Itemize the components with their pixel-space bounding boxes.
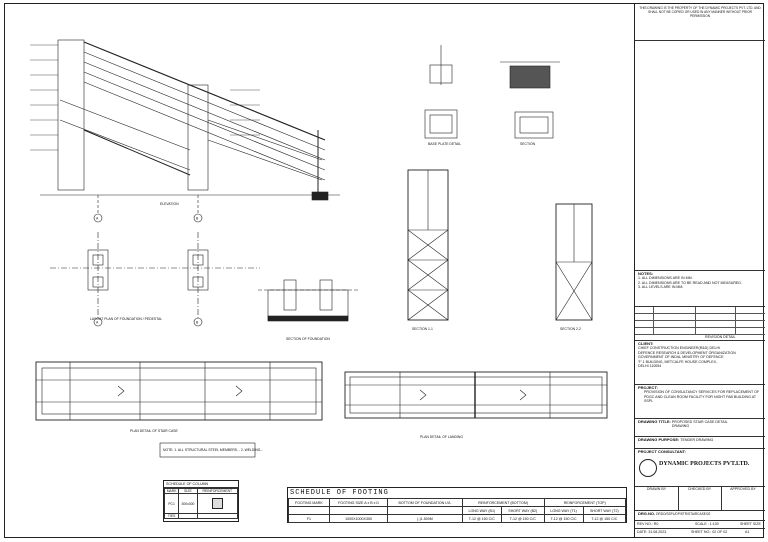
client-line-4: 'F' 1 BUILDING, METCALFE HOUSE COMPLEX, (638, 359, 718, 364)
checked-by-label: CHECKED BY (678, 487, 722, 510)
stair-plan-1-caption: PLAN DETAIL OF STAIR CASE (130, 429, 179, 433)
grid-b-plan-label: B (196, 321, 199, 325)
col-mark: PC1 (163, 493, 180, 514)
cad-drawing: A B ELEVATION A (30, 39, 608, 458)
drg-no: DRDO/SSPL/DP/STR/STAIRCASE/02 (656, 512, 711, 516)
sheet-size: A1 (745, 530, 750, 534)
column-schedule-table: MARK SIZE REINFORCEMENT PC1 300x300 TIES (163, 488, 239, 519)
drawing-purpose-label: DRAWING PURPOSE: (638, 437, 680, 442)
tower-frame-2: SECTION 2-2 (555, 203, 593, 331)
title-block: THIS DRAWING IS THE PROPERTY OF THE DYNA… (634, 3, 765, 538)
grid-a-plan-label: A (96, 321, 99, 325)
scale: SCALE : 1:100 (695, 522, 719, 526)
elevation-caption: ELEVATION (160, 202, 179, 206)
sched-r-b1: T-12 @ 150 C/C (461, 514, 503, 523)
consultant-seal-icon (639, 459, 657, 477)
stair-plan-2: PLAN DETAIL OF LANDING (344, 371, 608, 439)
drawn-by-label: DRAWN BY (635, 487, 679, 510)
stair-elevation: A B ELEVATION (30, 39, 340, 223)
col-header-mark: MARK (163, 488, 180, 494)
date-row: DATE: 31.08.2023 SHEET NO.: 02 OF 02 A1 (635, 529, 765, 538)
drawing-purpose-section: DRAWING PURPOSE: TENDER DRAWING (635, 437, 765, 449)
ownership-note: THIS DRAWING IS THE PROPERTY OF THE DYNA… (635, 3, 765, 41)
sched-r-level: (-)1.500M (387, 514, 463, 523)
sched-h-size: FOOTING SIZE A x B x D (328, 498, 389, 507)
date: DATE: 31.08.2023 (637, 530, 667, 534)
grid-b-label: B (196, 217, 199, 221)
sched-h-top: REINFORCEMENT (TOP) (543, 498, 627, 507)
revision-label: REVISION DETAIL (705, 335, 736, 339)
col-size: 300x300 (178, 493, 198, 514)
section-caption: SECTION OF FOUNDATION (286, 337, 330, 341)
sched-r-mark: F1 (288, 514, 330, 523)
notes-section: NOTES: 1. ALL DIMENSIONS ARE IN MM. 2. A… (635, 271, 765, 307)
consultant-name: DYNAMIC PROJECTS PVT.LTD. (659, 461, 750, 467)
sched-h-bottom: REINFORCEMENT (BOTTOM) (461, 498, 545, 507)
project-text: PROVISION OF CONSULTANCY SERVICES FOR RE… (644, 390, 760, 404)
sched-sh-b2: SHORT WAY (B2) (501, 506, 545, 515)
foundation-plan: A B LAYOUT PLAN OF FOUNDATION / PEDESTAL (50, 232, 260, 327)
sched-h-mark: FOOTING MARK (288, 498, 330, 507)
footing-schedule-title: SCHEDULE OF FOOTING (290, 489, 389, 497)
note-2: 2. ALL DIMENSIONS ARE TO BE READ AND NOT… (638, 280, 742, 285)
sheet-no: SHEET NO.: 02 OF 02 (691, 530, 728, 534)
sched-sh-t2: SHORT WAY (T2) (582, 506, 627, 515)
drg-no-section: DRG.NO. DRDO/SSPL/DP/STR/STAIRCASE/02 (635, 511, 765, 521)
base-plate-details: BASE PLATE DETAIL SECTION (424, 45, 560, 146)
note-1: 1. ALL DIMENSIONS ARE IN MM. (638, 276, 693, 281)
consultant-label: PROJECT CONSULTANT: (638, 449, 686, 454)
consultant-section: PROJECT CONSULTANT: DYNAMIC PROJECTS PVT… (635, 449, 765, 487)
footing-schedule: SCHEDULE OF FOOTING FOOTING MARK FOOTING… (287, 487, 627, 523)
signature-section: DRAWN BY CHECKED BY APPROVED BY (635, 487, 765, 511)
sched-h-level: BOTTOM OF FOUNDATION LVL (387, 498, 463, 507)
project-label: PROJECT: (638, 385, 658, 390)
col-reinf (196, 493, 239, 514)
footing-schedule-table: FOOTING MARK FOOTING SIZE A x B x D BOTT… (288, 498, 627, 523)
drg-no-label: DRG.NO. (638, 511, 656, 516)
client-line-2: DEFENCE RESEARCH & DEVELOPMENT ORGANIZAT… (638, 350, 736, 355)
grid-a-label: A (96, 217, 99, 221)
col-ties-label: TIES (163, 513, 180, 519)
column-schedule-title: SCHEDULE OF COLUMN (164, 481, 238, 488)
drawing-title-label: DRAWING TITLE: (638, 419, 671, 424)
sched-r-size: 1000X1000X350 (328, 514, 389, 523)
client-line-1: CHIEF CONSTRUCTION ENGINEER(R&D) DELHI (638, 346, 721, 351)
project-section: PROJECT: PROVISION OF CONSULTANCY SERVIC… (635, 385, 765, 419)
client-line-5: DELHI 110054 (638, 364, 662, 369)
client-line-3: GOVERNMENT OF INDIA, MINISTRY OF DEFENCE (638, 355, 724, 360)
plan-caption: LAYOUT PLAN OF FOUNDATION / PEDESTAL (90, 317, 162, 321)
sched-r-t1: T-12 @ 150 C/C (543, 514, 584, 523)
drawing-title-section: DRAWING TITLE: PROPOSED STAIR CASE DETAI… (635, 419, 765, 437)
blank-area (635, 41, 765, 271)
note-3: 3. ALL LEVELS ARE IN MM. (638, 285, 684, 290)
note-box: NOTE: 1. ALL STRUCTURAL STEEL MEMBERS...… (163, 448, 263, 452)
stair-plan-2-caption: PLAN DETAIL OF LANDING (420, 435, 463, 439)
tower-frame-1: SECTION 1-1 (407, 169, 449, 331)
rev-no: REV NO.: R0 (637, 522, 659, 526)
sched-r-b2: T-12 @ 150 C/C (501, 514, 545, 523)
sched-sh-t1: LONG WAY (T1) (543, 506, 584, 515)
sched-sh-b1: LONG WAY (B1) (461, 506, 503, 515)
client-section: CLIENT: CHIEF CONSTRUCTION ENGINEER(R&D)… (635, 341, 765, 385)
client-label: CLIENT: (638, 341, 654, 346)
sched-r-t2: T-12 @ 150 C/C (582, 514, 627, 523)
sec1-caption: SECTION 1-1 (412, 327, 433, 331)
notes-title: NOTES: (638, 271, 654, 276)
sheet-size-label: SHEET SIZE (740, 522, 761, 526)
column-schedule: SCHEDULE OF COLUMN MARK SIZE REINFORCEME… (163, 480, 239, 522)
sec2-caption: SECTION 2-2 (560, 327, 581, 331)
footing-section: SECTION OF FOUNDATION (258, 279, 358, 341)
rev-row: REV NO.: R0 SCALE : 1:100 SHEET SIZE (635, 521, 765, 529)
col-header-reinf: REINFORCEMENT (196, 488, 239, 494)
detail-1-caption: BASE PLATE DETAIL (428, 142, 461, 146)
drawing-purpose: TENDER DRAWING (680, 438, 714, 442)
approved-by-label: APPROVED BY (730, 487, 756, 491)
drawing-title: PROPOSED STAIR CASE DETAIL DRAWING (671, 420, 728, 429)
revision-table: REVISION DETAIL (635, 307, 765, 341)
stair-plan-1: PLAN DETAIL OF STAIR CASE NOTE: 1. ALL S… (35, 361, 323, 458)
detail-2-caption: SECTION (520, 142, 536, 146)
